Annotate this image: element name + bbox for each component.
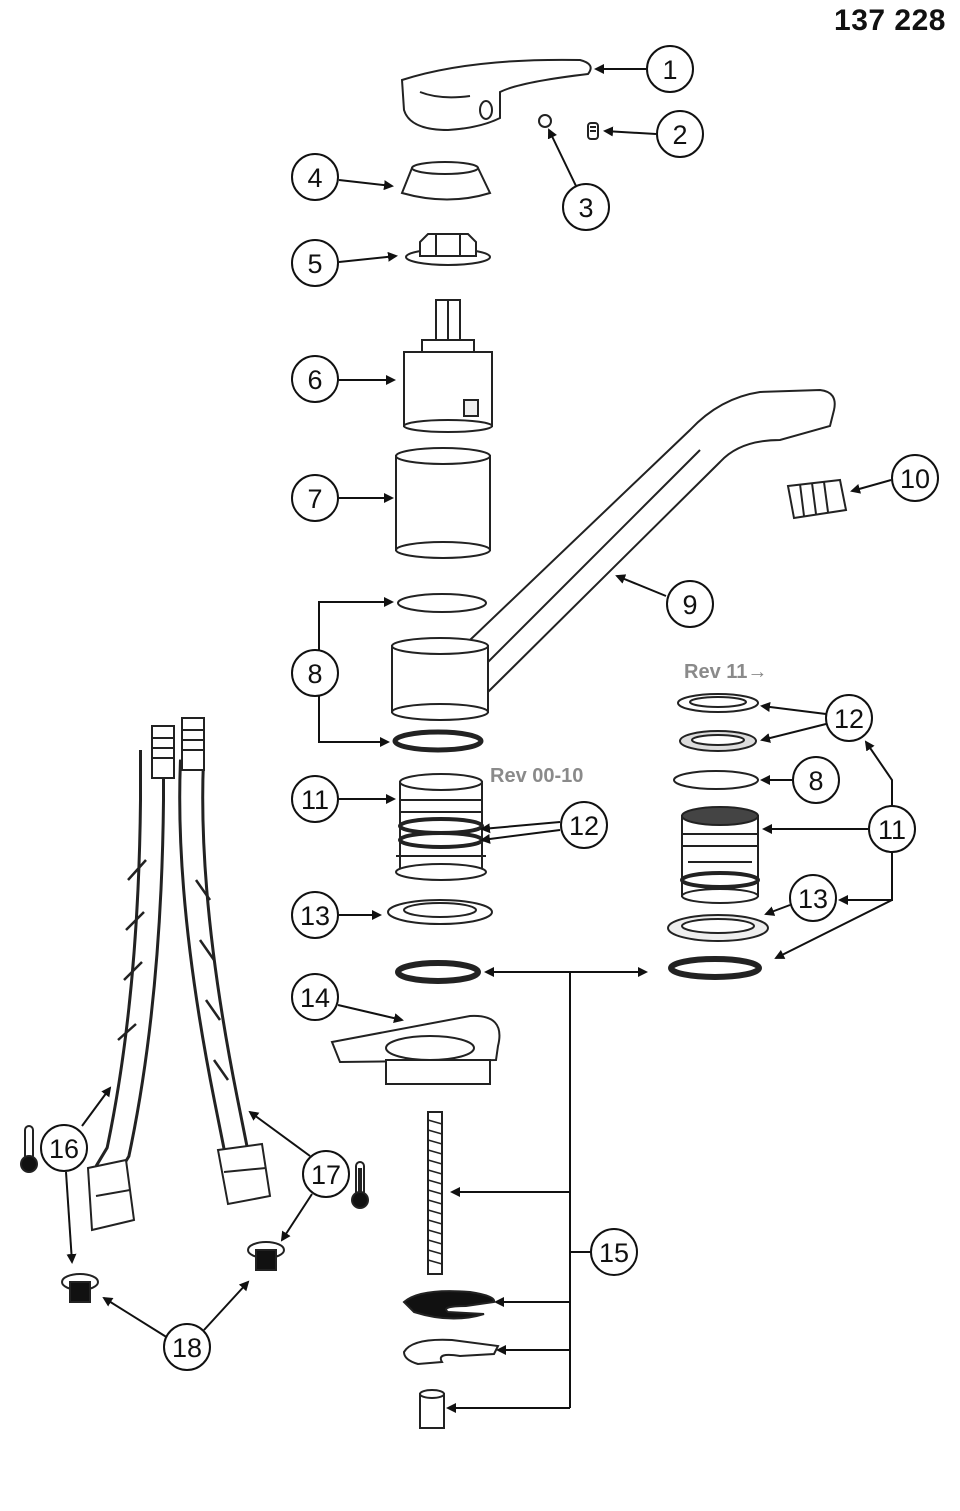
callout-17: 17 bbox=[311, 1160, 341, 1190]
callout-12-new: 12 bbox=[834, 704, 864, 734]
callout-11: 11 bbox=[301, 785, 329, 815]
part-cover-cap bbox=[400, 161, 492, 201]
part-indicator-cap bbox=[538, 114, 552, 128]
part-threaded-rod bbox=[427, 1111, 443, 1275]
part-valve-body-old bbox=[395, 773, 487, 881]
callout-18: 18 bbox=[172, 1333, 202, 1363]
rev-label-old: Rev 00-10 bbox=[490, 765, 583, 787]
callout-5: 5 bbox=[307, 249, 322, 279]
part-washer-12a-new bbox=[677, 693, 759, 713]
callout-12: 12 bbox=[569, 811, 599, 841]
part-hose-cold bbox=[86, 725, 175, 1232]
part-aerator bbox=[786, 478, 848, 520]
callout-1: 1 bbox=[662, 55, 677, 85]
part-washer-12b-new bbox=[679, 730, 757, 752]
part-sleeve bbox=[395, 447, 491, 559]
part-o-ring-new bbox=[673, 770, 759, 790]
rev-label-new: Rev 11→ bbox=[684, 661, 767, 683]
cold-thermometer-icon bbox=[20, 1125, 38, 1173]
part-lever-handle bbox=[400, 58, 592, 132]
callout-8-new: 8 bbox=[808, 766, 823, 796]
callout-7: 7 bbox=[307, 484, 322, 514]
part-filter-left bbox=[61, 1273, 99, 1303]
callout-13-new: 13 bbox=[798, 884, 828, 914]
part-valve-body-new bbox=[680, 806, 760, 904]
part-gasket-left bbox=[395, 960, 481, 984]
callout-3: 3 bbox=[578, 193, 593, 223]
part-gasket-right bbox=[668, 956, 762, 980]
document-number: 137 228 bbox=[834, 4, 946, 37]
hot-thermometer-icon bbox=[351, 1161, 369, 1209]
callout-2: 2 bbox=[672, 120, 687, 150]
part-set-screw bbox=[587, 122, 599, 140]
callout-13: 13 bbox=[300, 901, 330, 931]
part-cartridge bbox=[403, 299, 493, 433]
part-horseshoe-plate bbox=[402, 1338, 500, 1366]
part-o-ring-lower bbox=[392, 729, 484, 753]
callout-9: 9 bbox=[682, 590, 697, 620]
callout-8: 8 bbox=[307, 659, 322, 689]
callout-10: 10 bbox=[900, 464, 930, 494]
part-horseshoe-washer bbox=[402, 1290, 496, 1320]
part-mounting-plate bbox=[330, 1014, 501, 1085]
part-filter-right bbox=[247, 1241, 285, 1271]
part-cartridge-nut bbox=[405, 233, 491, 266]
part-hex-nut bbox=[419, 1389, 445, 1429]
callout-15: 15 bbox=[599, 1238, 629, 1268]
part-locknut-right bbox=[667, 914, 769, 942]
callout-16: 16 bbox=[49, 1134, 79, 1164]
part-hose-hot bbox=[178, 717, 272, 1206]
part-spout bbox=[391, 388, 836, 721]
callout-6: 6 bbox=[307, 365, 322, 395]
part-locknut-left bbox=[387, 899, 493, 925]
callout-circles bbox=[40, 45, 939, 1371]
callout-11-new: 11 bbox=[878, 815, 906, 845]
leader-lines bbox=[65, 64, 893, 1413]
callout-14: 14 bbox=[300, 983, 330, 1013]
callout-4: 4 bbox=[307, 163, 322, 193]
part-o-ring-upper bbox=[397, 593, 487, 613]
